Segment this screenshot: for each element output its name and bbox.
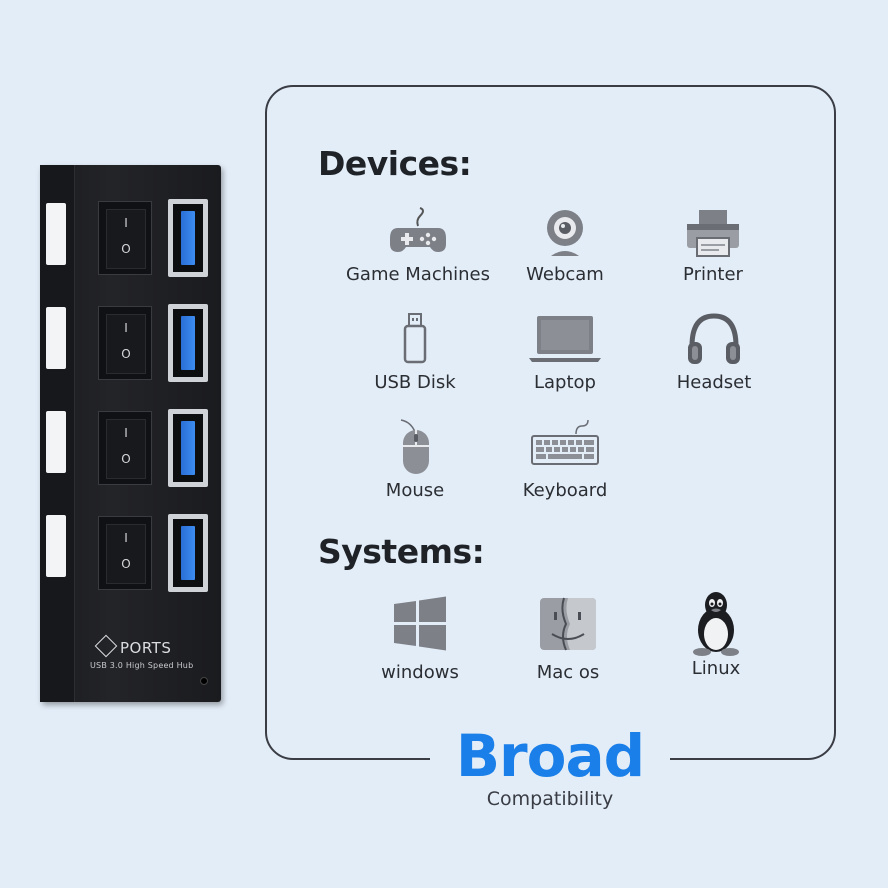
led-indicator xyxy=(46,203,66,265)
devices-heading: Devices: xyxy=(318,144,472,183)
headset-icon xyxy=(688,313,740,364)
mac-os-icon xyxy=(540,597,596,651)
windows-icon xyxy=(394,596,446,651)
systems-heading: Systems: xyxy=(318,532,485,571)
device-label: Printer xyxy=(683,264,743,285)
device-item-mouse: Mouse xyxy=(330,418,500,501)
panel-border-gap xyxy=(430,745,670,775)
usb-disk-icon xyxy=(403,313,427,364)
device-label: Game Machines xyxy=(345,264,491,285)
switch-off-mark: O xyxy=(121,347,131,361)
hub-power-dot xyxy=(200,677,208,685)
hub-switch: I O xyxy=(98,516,152,590)
device-label: Mouse xyxy=(385,480,445,501)
hub-switch: I O xyxy=(98,306,152,380)
broad-title: Broad xyxy=(455,722,645,790)
usb-port xyxy=(168,514,208,592)
keyboard-icon xyxy=(531,419,599,465)
switch-on-mark: I xyxy=(124,216,128,230)
led-indicator xyxy=(46,515,66,577)
switch-on-mark: I xyxy=(124,426,128,440)
device-label: Laptop xyxy=(534,372,596,393)
system-item-linux: Linux xyxy=(631,590,801,679)
device-label: Headset xyxy=(676,372,752,393)
usb-hub-image: I O I O I O I O PORTS USB 3.0 xyxy=(40,165,221,702)
system-label: windows xyxy=(381,662,459,683)
brand-logo-icon xyxy=(94,634,118,658)
system-item-mac-os: Mac os xyxy=(483,594,653,683)
device-item-webcam: Webcam xyxy=(480,204,650,285)
laptop-icon xyxy=(529,316,601,362)
hub-side-panel xyxy=(40,165,75,702)
device-item-keyboard: Keyboard xyxy=(480,418,650,501)
hub-brand: PORTS xyxy=(94,634,216,658)
hub-switch: I O xyxy=(98,411,152,485)
switch-off-mark: O xyxy=(121,242,131,256)
hub-brand-text: PORTS xyxy=(120,639,172,657)
led-indicator xyxy=(46,411,66,473)
usb-port xyxy=(168,409,208,487)
switch-off-mark: O xyxy=(121,557,131,571)
hub-switch: I O xyxy=(98,201,152,275)
printer-icon xyxy=(687,210,739,257)
switch-off-mark: O xyxy=(121,452,131,466)
device-item-printer: Printer xyxy=(628,204,798,285)
system-item-windows: windows xyxy=(335,594,505,683)
compatibility-subtitle: Compatibility xyxy=(486,788,614,810)
mouse-icon xyxy=(400,419,429,474)
device-item-game-machines: Game Machines xyxy=(333,204,503,285)
system-label: Mac os xyxy=(536,662,600,683)
gamepad-icon xyxy=(390,207,446,252)
switch-on-mark: I xyxy=(124,531,128,545)
device-label: USB Disk xyxy=(374,372,456,393)
usb-port xyxy=(168,199,208,277)
device-label: Keyboard xyxy=(522,480,608,501)
led-indicator xyxy=(46,307,66,369)
device-label: Webcam xyxy=(526,264,604,285)
linux-icon xyxy=(693,592,739,656)
webcam-icon xyxy=(547,210,583,256)
device-item-headset: Headset xyxy=(629,312,799,393)
usb-port xyxy=(168,304,208,382)
hub-subtitle: USB 3.0 High Speed Hub xyxy=(90,661,194,670)
system-label: Linux xyxy=(691,658,741,679)
switch-on-mark: I xyxy=(124,321,128,335)
device-item-laptop: Laptop xyxy=(480,312,650,393)
device-item-usb-disk: USB Disk xyxy=(330,312,500,393)
